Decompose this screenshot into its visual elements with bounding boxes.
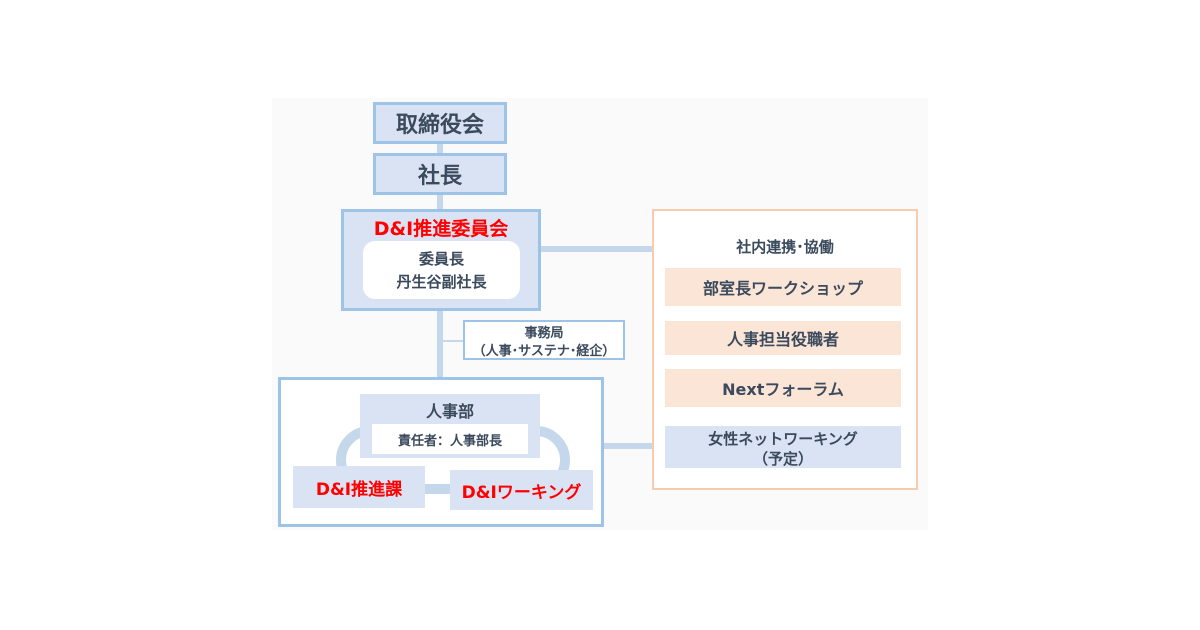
president-label: 社長 (417, 164, 462, 189)
collab-item-label: Nextフォーラム (722, 380, 844, 399)
womens-network-box (665, 426, 901, 468)
hr-title: 人事部 (425, 402, 474, 421)
board-label: 取締役会 (395, 113, 484, 138)
collab-item: 人事担当役職者 (665, 321, 901, 355)
hr-responsible-card (372, 424, 528, 454)
hr-responsible: 責任者：人事部長 (397, 434, 502, 449)
womens-network-status: （予定） (752, 450, 813, 468)
di-promotion-section-label: D&I推進課 (315, 479, 403, 500)
committee-chair-card (363, 241, 520, 299)
collab-item-label: 人事担当役職者 (726, 330, 839, 349)
di-promotion-section-box: D&I推進課 (293, 466, 425, 508)
connector-board-president (437, 142, 443, 154)
collab-item: 部室長ワークショップ (665, 268, 901, 306)
connector-president-committee (437, 194, 443, 210)
secretariat-title: 事務局 (524, 326, 564, 341)
secretariat-members: （人事･サステナ･経企） (472, 344, 616, 359)
collab-item-label: 部室長ワークショップ (702, 279, 863, 298)
president-box: 社長 (373, 153, 507, 195)
connector-committee-hr (437, 310, 443, 380)
chair-name: 丹生谷副社長 (396, 273, 487, 291)
committee-title: D&I推進委員会 (373, 218, 509, 240)
connector-committee-collab (540, 246, 654, 252)
connector-secretariat (443, 340, 463, 342)
connector-hr-collab (566, 443, 666, 449)
chair-role: 委員長 (418, 250, 464, 268)
di-working-group-label: D&Iワーキング (461, 482, 582, 503)
secretariat-box (463, 320, 625, 360)
collab-item: Nextフォーラム (665, 369, 901, 407)
board-of-directors-box: 取締役会 (373, 102, 507, 144)
collaboration-title: 社内連携･協働 (736, 238, 834, 256)
di-working-group-box: D&Iワーキング (450, 470, 593, 510)
womens-network-label: 女性ネットワーキング (708, 430, 858, 448)
